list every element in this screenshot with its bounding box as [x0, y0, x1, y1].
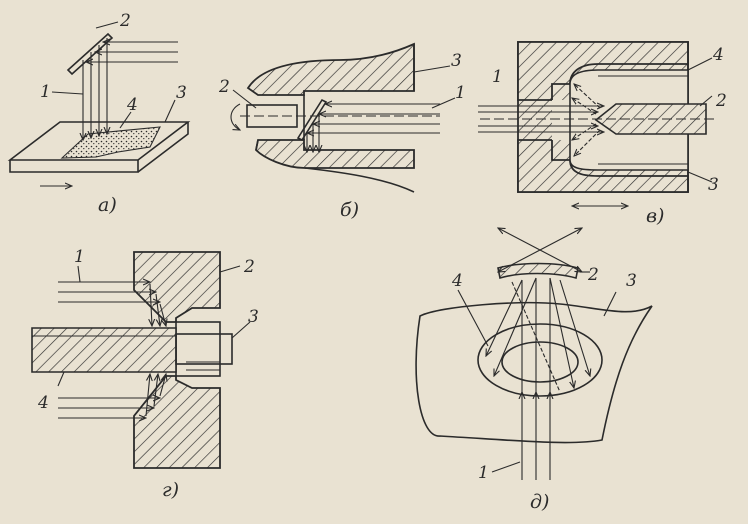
panel-b-upper-wall: [246, 42, 415, 96]
panel-d-mirror: [497, 262, 579, 280]
panel-g: 1 2 3 4 г): [31, 247, 259, 501]
panel-b-deflected-beams: [307, 114, 319, 152]
panel-d: 4 2 3 1 д): [415, 228, 653, 513]
panel-d-reflected-beams: [486, 277, 590, 393]
panel-v-label-2: 2: [715, 91, 727, 111]
panel-g-label-1: 1: [74, 247, 85, 267]
panel-d-label-3: 3: [626, 271, 637, 291]
panel-a: 1 2 3 4 а): [7, 11, 191, 216]
panel-d-caption: д): [530, 491, 549, 513]
panel-g-incoming-beams: [58, 282, 160, 418]
panel-v-label-1: 1: [492, 67, 503, 87]
panel-d-label-4: 4: [451, 271, 463, 291]
panel-v-label-4: 4: [712, 45, 724, 65]
panel-g-upper-block: [133, 251, 221, 323]
panel-v-rod: [480, 103, 715, 135]
panel-b-rotation-arrow: [230, 103, 240, 130]
panel-v-label-3: 3: [708, 175, 719, 195]
panel-b: 2 3 1 б): [218, 42, 466, 221]
panel-d-sheet: [415, 301, 653, 444]
panel-b-mirror: [296, 98, 328, 142]
panel-a-incoming-beams: [86, 42, 178, 62]
panel-b-caption: б): [340, 199, 359, 221]
panel-g-label-2: 2: [243, 257, 255, 277]
panel-g-label-3: 3: [248, 307, 259, 327]
panel-b-lower-wall: [255, 139, 415, 169]
panel-g-caption: г): [162, 479, 179, 501]
panel-a-label-4: 4: [126, 95, 138, 115]
panel-g-reflected-beams: [145, 283, 166, 417]
panel-v: 1 2 3 4 в): [478, 41, 727, 227]
panel-b-incoming-beams: [307, 104, 440, 133]
panel-a-label-1: 1: [40, 82, 51, 102]
panel-b-label-1: 1: [455, 83, 466, 103]
panel-a-coating: [60, 126, 161, 159]
panel-g-label-4: 4: [37, 393, 49, 413]
panel-d-incoming-beams: [522, 278, 550, 480]
panel-d-outer-ring: [477, 323, 603, 397]
panel-a-reflected-beams: [83, 38, 107, 140]
panel-b-label-2: 2: [218, 77, 230, 97]
panel-a-label-2: 2: [119, 11, 131, 31]
panel-a-label-3: 3: [176, 83, 187, 103]
panel-b-label-3: 3: [451, 51, 462, 71]
panel-a-workpiece-table: [7, 121, 191, 173]
panel-d-label-2: 2: [587, 265, 599, 285]
panel-v-incoming-beams: [478, 106, 604, 132]
panel-b-rod: [240, 104, 440, 128]
panel-g-workpiece-rod: [31, 327, 177, 373]
panel-v-caption: в): [646, 205, 664, 227]
panel-g-lower-block: [133, 375, 221, 469]
panel-v-reflected-beams: [572, 84, 601, 156]
panel-a-caption: а): [98, 194, 117, 216]
panel-d-inner-hole: [501, 341, 579, 383]
panel-a-mirror: [66, 32, 114, 76]
panel-d-label-1: 1: [478, 463, 489, 483]
panel-d-tilt-arrows: [498, 228, 582, 272]
